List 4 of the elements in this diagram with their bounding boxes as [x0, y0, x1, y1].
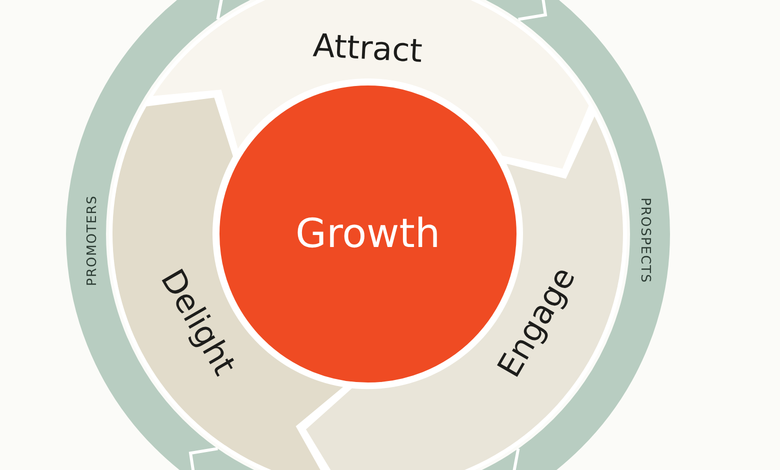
segment-label: Growth: [296, 211, 440, 257]
ring-label: PROSPECTS: [637, 197, 652, 283]
ring-label: PROMOTERS: [84, 194, 100, 286]
segment-label: Attract: [312, 26, 424, 70]
